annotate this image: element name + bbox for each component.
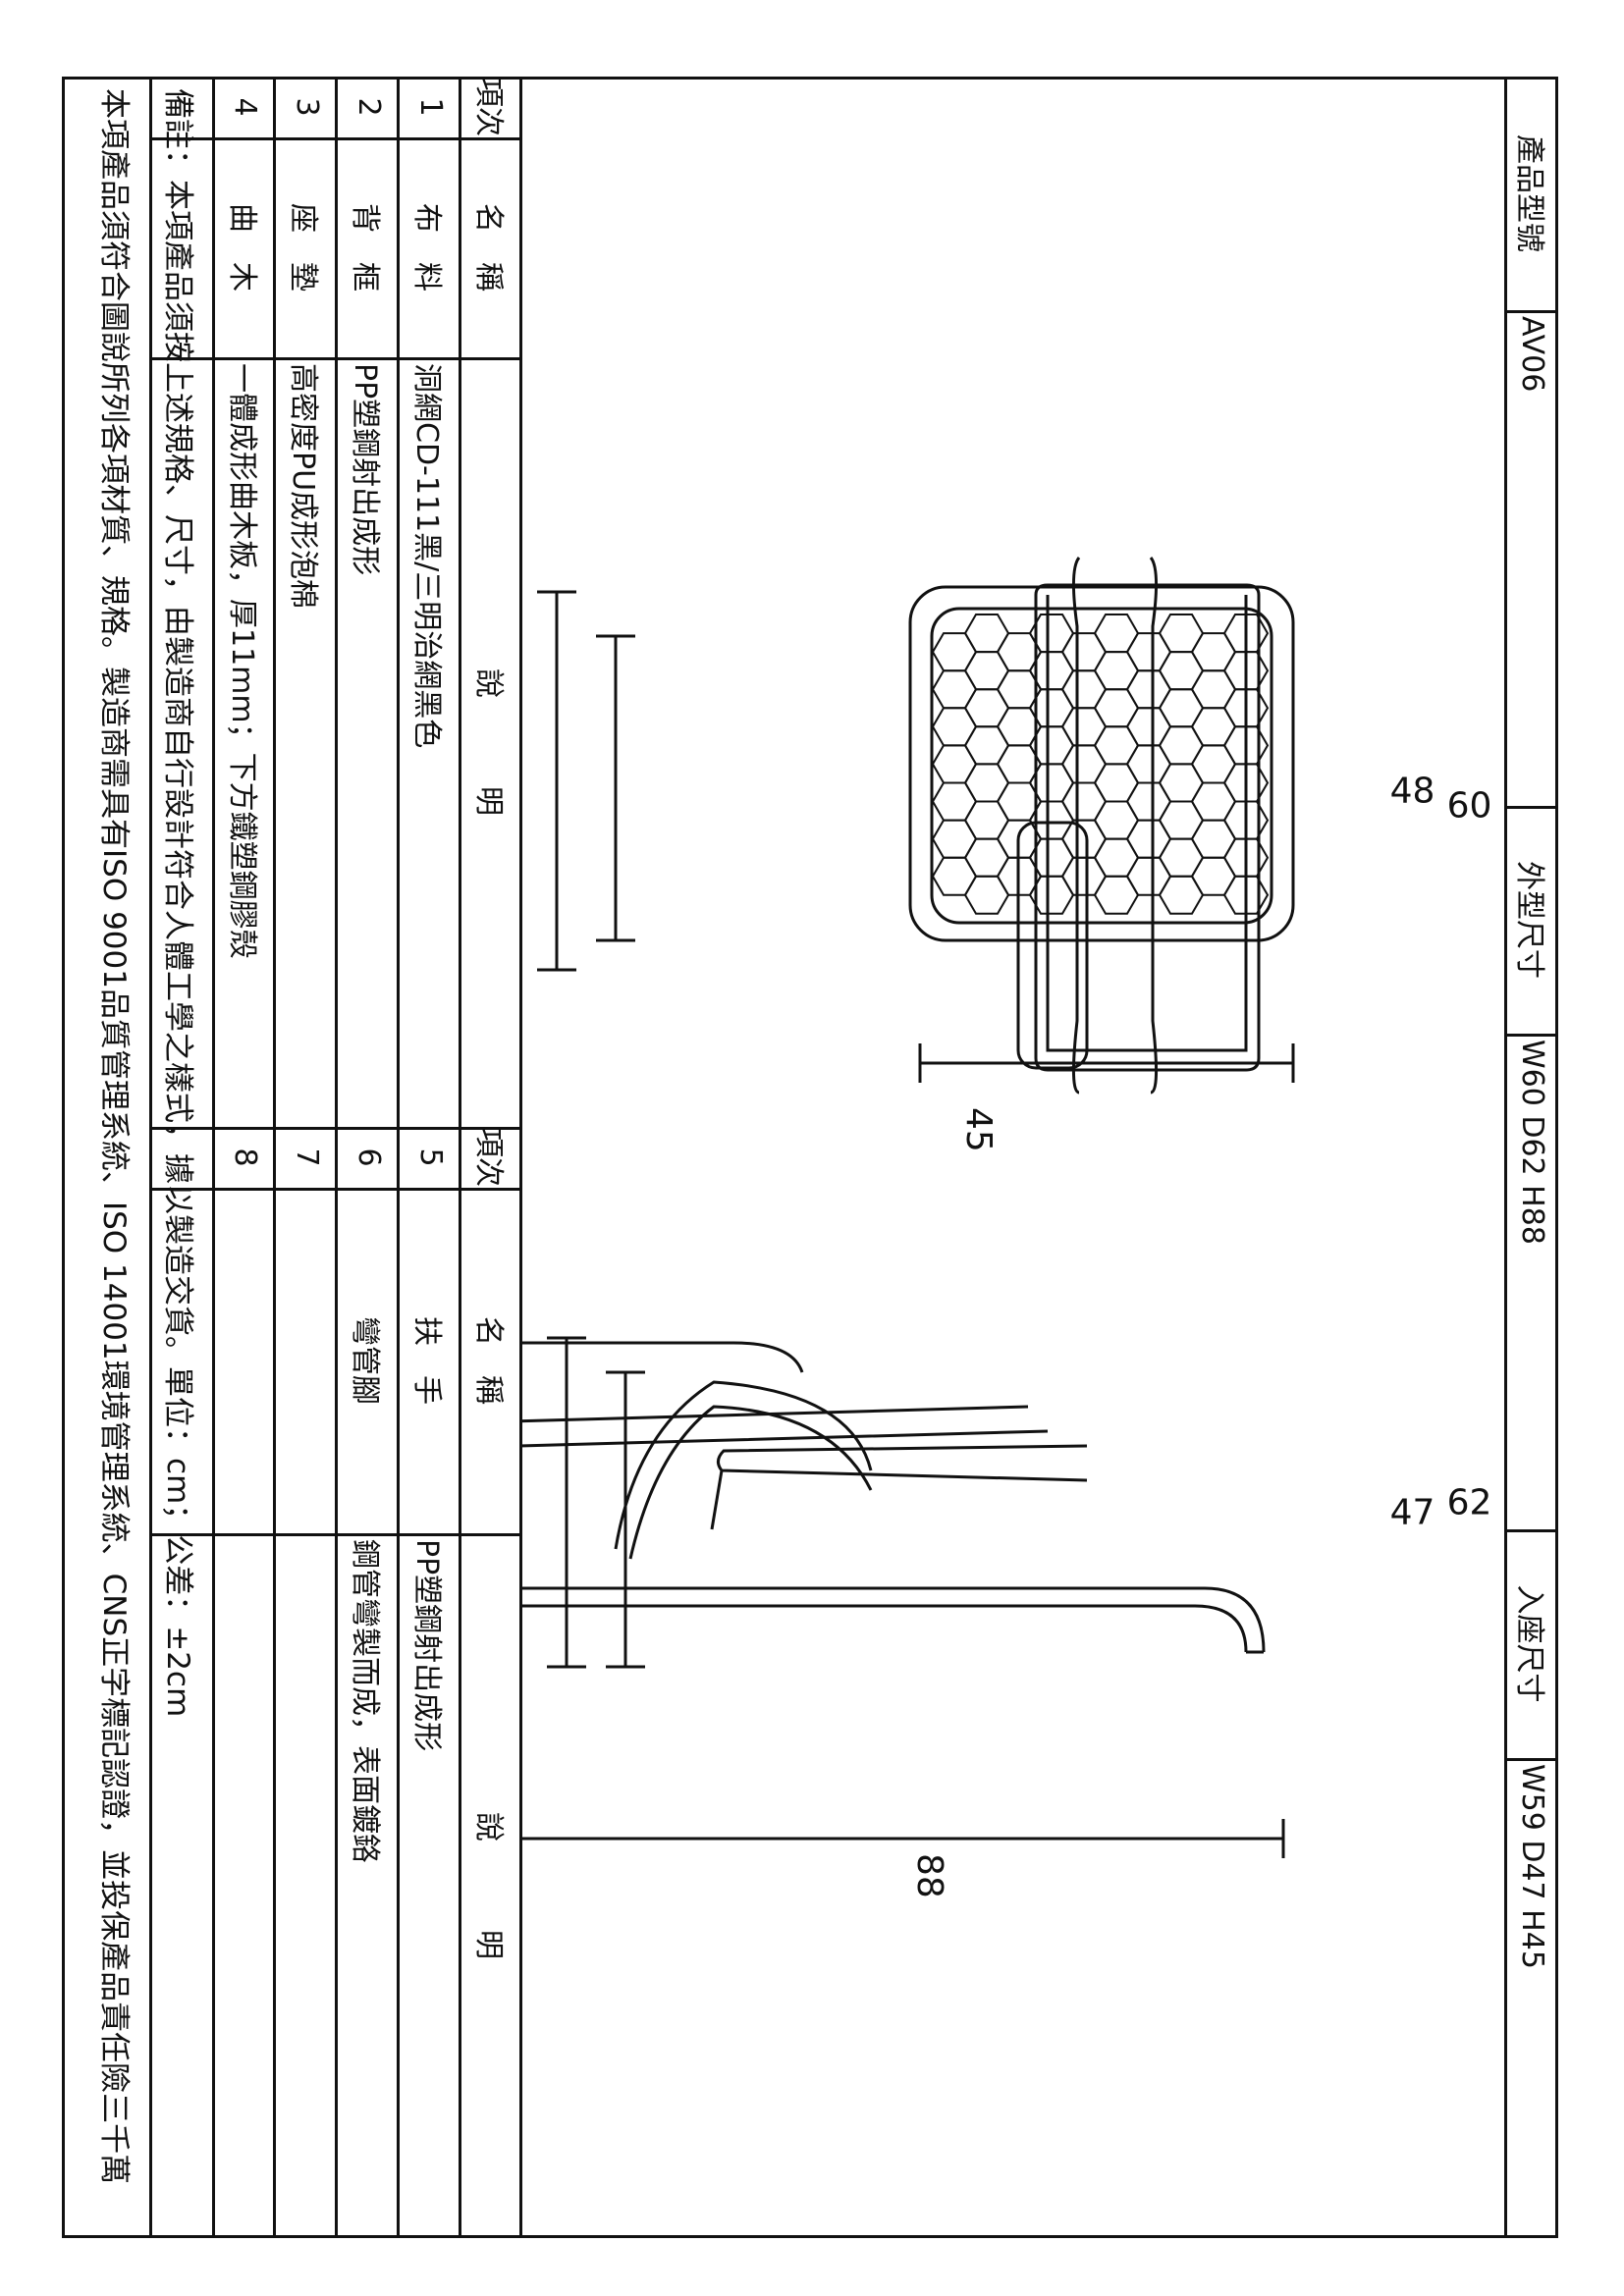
row-no: 7	[290, 1148, 324, 1167]
dim-label-62: 62	[1446, 1482, 1492, 1523]
row-no: 1	[413, 97, 448, 117]
row-name: 曲 木	[225, 203, 259, 292]
row-no: 6	[352, 1148, 386, 1167]
mesh-hex	[931, 856, 978, 896]
row-desc: 高密度PU成形泡棉	[286, 363, 321, 610]
row-no: 2	[352, 97, 386, 117]
mesh-pattern	[931, 614, 1270, 915]
side-seat	[717, 1444, 1088, 1482]
header-desc-left: 說 明	[471, 668, 506, 816]
note-line-1: 備註：本項產品須按上述規格、尺寸，由製造商自行設計符合人體工學之樣式，據以製造交…	[160, 88, 195, 1718]
outer-size-value: W60 D62 H88	[1515, 1040, 1550, 1245]
side-backrest	[519, 1429, 1049, 1471]
side-view	[519, 1336, 1285, 1858]
dim-label-47: 47	[1389, 1492, 1435, 1533]
row-desc: 鋼管彎製而成，表面鍍鉻	[348, 1539, 383, 1863]
front-backrest	[1016, 821, 1089, 1070]
row-name: 背 框	[348, 203, 383, 292]
row-name	[276, 1188, 338, 1533]
header-item-left: 項次	[471, 78, 506, 136]
front-seat-cushion	[908, 585, 1295, 942]
front-arm-left	[1149, 557, 1159, 1095]
mesh-hex	[931, 632, 978, 672]
dim-label-48: 48	[1389, 771, 1435, 812]
mesh-hex	[931, 669, 978, 710]
row-no: 3	[290, 97, 324, 117]
dim-label-88: 88	[909, 1853, 949, 1898]
notes-divider	[149, 77, 152, 2238]
row-name: 布 料	[409, 203, 445, 292]
seat-size-value: W59 D47 H45	[1515, 1764, 1550, 1969]
row-desc: 一體成形曲木板，厚11mm；下方鐵塑鋼膠殼	[225, 363, 259, 959]
model-value: AV06	[1515, 316, 1550, 393]
header-name-right: 名 稱	[471, 1316, 506, 1405]
side-seat-front	[710, 1469, 724, 1530]
mesh-hex	[931, 781, 978, 822]
dim-label-45: 45	[958, 1107, 999, 1152]
side-backrest-front	[519, 1405, 1029, 1428]
row-desc	[215, 1533, 276, 2238]
dim-label-60: 60	[1446, 785, 1492, 827]
header-name-left: 名 稱	[471, 203, 506, 292]
front-seat-inner	[930, 607, 1273, 925]
row-no: 8	[228, 1148, 263, 1167]
mesh-hex	[931, 744, 978, 784]
seat-size-label: 入座尺寸	[1512, 1584, 1546, 1703]
row-no: 4	[228, 97, 263, 117]
front-base-outline	[1034, 583, 1261, 1072]
mesh-hex	[931, 819, 978, 859]
mesh-hex	[931, 707, 978, 747]
note-line-2: 本項產品須符合圖說所列各項材質、規格。製造商需具有ISO 9001品質管理系統、…	[96, 88, 132, 2185]
row-name	[215, 1188, 276, 1533]
side-leg-back	[519, 1563, 1266, 1653]
side-arm-inner	[628, 1405, 873, 1560]
side-arm	[614, 1380, 873, 1550]
model-label: 產品型號	[1512, 134, 1546, 252]
row-desc: 洞網CD-111黑/三明治網黑色	[409, 363, 445, 749]
side-leg-back-inner	[519, 1604, 1248, 1653]
side-foot	[519, 1341, 804, 1373]
row-name: 扶 手	[409, 1316, 445, 1405]
front-view	[537, 557, 1295, 1095]
landscape-canvas: 產品型號 AV06 外型尺寸 W60 D62 H88 入座尺寸 W59 D47 …	[62, 77, 1558, 2238]
row-no: 5	[413, 1148, 448, 1167]
row-desc	[276, 1533, 338, 2238]
row-name: 彎管腳	[348, 1316, 383, 1405]
outer-size-label: 外型尺寸	[1512, 861, 1546, 979]
row-desc: PP塑鋼射出成形	[409, 1539, 445, 1752]
header-desc-right: 說 明	[471, 1812, 506, 1959]
row-desc: PP塑鋼射出成形	[348, 363, 383, 576]
chair-drawing	[519, 557, 1295, 1858]
header-item-right: 項次	[471, 1128, 506, 1187]
row-name: 座 墊	[286, 203, 321, 292]
